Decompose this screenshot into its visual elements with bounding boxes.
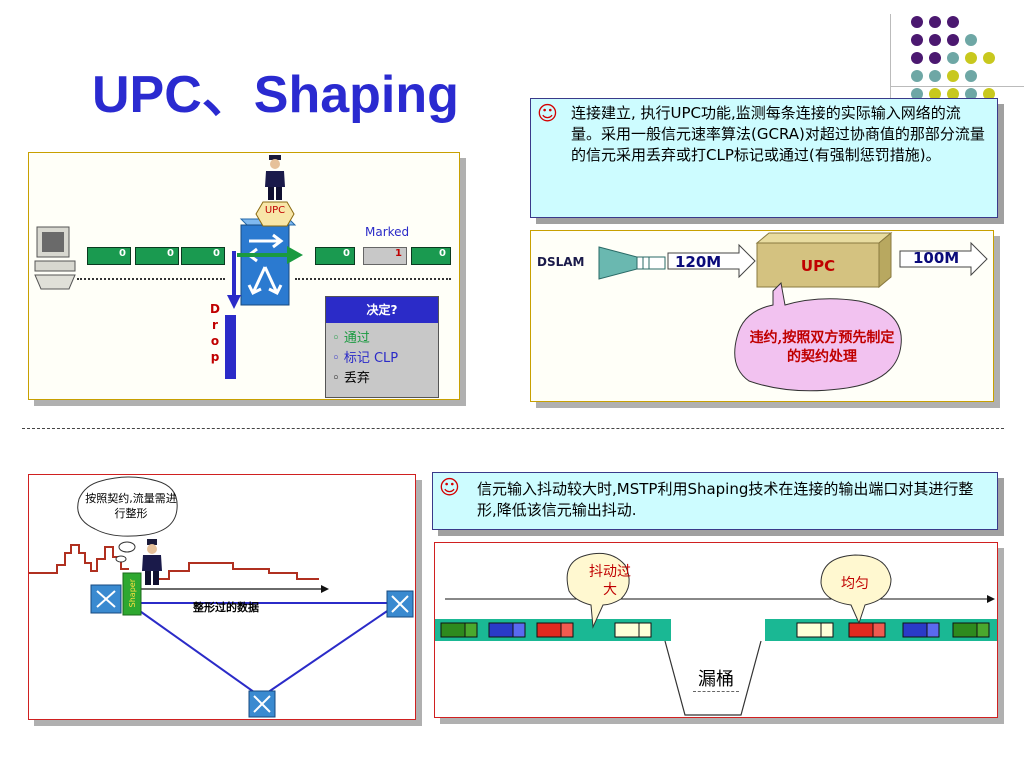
leaky-bucket-label: 漏桶: [693, 665, 739, 692]
decision-item-discard: ◦ 丢弃: [332, 371, 370, 386]
drop-label: D r o p: [210, 302, 220, 364]
rate-out-label: 100M: [913, 249, 960, 267]
link-line-left: [77, 278, 225, 280]
upc-box-label: UPC: [800, 257, 836, 275]
decorative-dot-grid: [911, 16, 995, 100]
cell-right-marked: 1: [363, 247, 407, 265]
drop-arrow-icon: [227, 251, 241, 309]
smile-icon: ☺: [439, 475, 460, 499]
divider-vertical: [890, 14, 891, 110]
shaper-label: Shaper: [128, 579, 137, 608]
shaping-note: ☺ 信元输入抖动较大时,MSTP利用Shaping技术在连接的输出端口对其进行整…: [432, 472, 998, 530]
traffic-funnel-icon: [598, 246, 666, 280]
even-bubble-text: 均匀: [841, 576, 869, 592]
shaped-data-label: 整形过的数据: [193, 601, 259, 614]
section-divider: [22, 428, 1004, 429]
divider-horizontal: [890, 86, 1024, 87]
smile-icon: ☺: [537, 101, 558, 125]
drop-bar: [225, 315, 236, 379]
cell-left-3: 0: [181, 247, 225, 265]
decision-box: 决定? ◦ 通过 ◦ 标记 CLP ◦ 丢弃: [325, 296, 439, 398]
shaping-network-graphic: [29, 476, 414, 718]
violation-bubble-text: 违约,按照双方预先制定的契约处理: [749, 330, 895, 365]
decision-item-pass: ◦ 通过: [332, 331, 370, 346]
shaping-bubble-text: 按照契约,流量需进行整形: [85, 492, 177, 520]
dslam-diagram-panel: DSLAM 120M UPC 100M 违约,按照双方预先制定的契约处理: [530, 230, 994, 402]
upc-note: ☺ 连接建立, 执行UPC功能,监测每条连接的实际输入网络的流量。采用一般信元速…: [530, 98, 998, 218]
computer-icon: [34, 226, 76, 290]
cell-left-2: 0: [135, 247, 179, 265]
upc-box-icon: [755, 231, 893, 289]
police-officer-icon: [265, 155, 285, 200]
upc-note-text: 连接建立, 执行UPC功能,监测每条连接的实际输入网络的流量。采用一般信元速率算…: [571, 104, 985, 164]
violation-bubble: [734, 281, 902, 392]
decision-title: 决定?: [326, 297, 438, 323]
link-line-right: [295, 278, 451, 280]
marked-label: Marked: [365, 225, 410, 239]
pass-arrow-icon: [237, 246, 303, 264]
cell-right-1: 0: [315, 247, 355, 265]
shaping-note-text: 信元输入抖动较大时,MSTP利用Shaping技术在连接的输出端口对其进行整形,…: [477, 480, 974, 519]
cell-right-3: 0: [411, 247, 451, 265]
rate-in-label: 120M: [675, 253, 722, 271]
leaky-bucket-graphic: [435, 552, 997, 716]
leaky-bucket-panel: 抖动过大 均匀 漏桶: [434, 542, 998, 718]
arrow-100m-icon: [899, 241, 988, 277]
arrow-120m-icon: [667, 243, 756, 279]
upc-badge-label: UPC: [264, 205, 286, 216]
dslam-label: DSLAM: [537, 255, 585, 269]
jitter-bubble-text: 抖动过大: [589, 564, 631, 598]
shaping-diagram-panel: 按照契约,流量需进行整形 Shaper 整形过的数据: [28, 474, 416, 720]
cell-left-1: 0: [87, 247, 131, 265]
decision-item-mark: ◦ 标记 CLP: [332, 351, 399, 366]
upc-badge-icon: [255, 201, 295, 227]
atm-switch-icon: [239, 218, 297, 306]
page-title: UPC、Shaping: [92, 66, 459, 124]
